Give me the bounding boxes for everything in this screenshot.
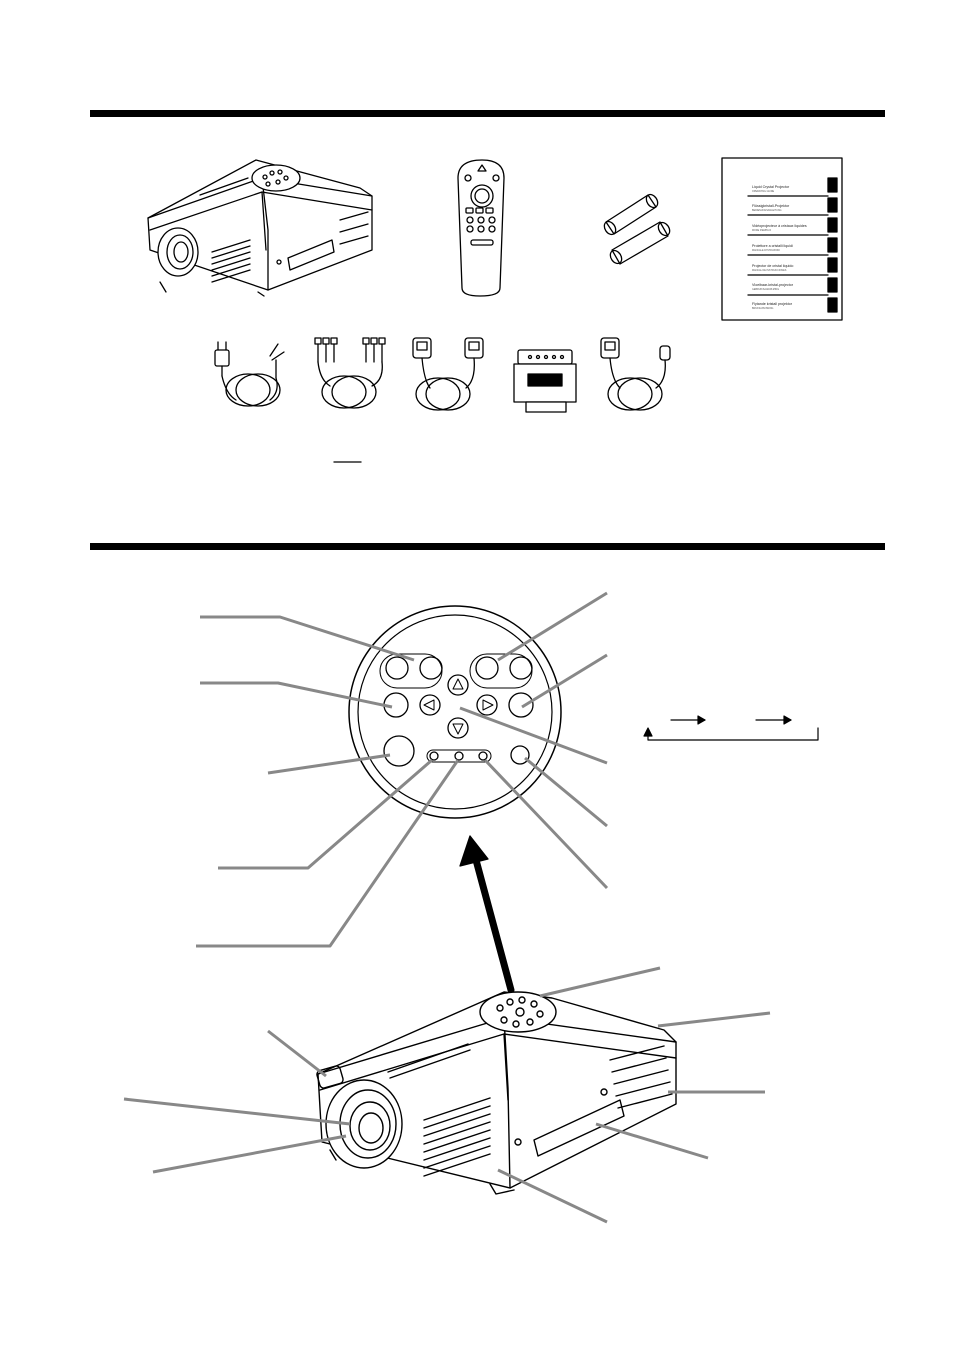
manual-line: Flüssigkristall-Projektor bbox=[752, 204, 790, 208]
manual-subline: MANUAL DE INSTRUCCIONES bbox=[752, 269, 787, 272]
manual-line: Flytande kristall projektor bbox=[752, 302, 792, 306]
manual-line: Proiettore a cristalli liquidi bbox=[752, 244, 793, 248]
manual-subline: GEBRUIKSAANWIJZING bbox=[752, 288, 780, 291]
adapter-illustration bbox=[513, 349, 577, 413]
manual-line: Vidéoprojecteur à cristaux liquides bbox=[752, 224, 807, 228]
manual-subline: OPERATING GUIDE bbox=[752, 190, 775, 193]
pointer-arrow bbox=[459, 835, 515, 994]
manual-line: Liquid Crystal Projector bbox=[752, 185, 790, 189]
batteries-illustration bbox=[603, 193, 671, 265]
remote-control-illustration bbox=[457, 159, 505, 297]
control-panel-enlarged bbox=[348, 605, 562, 819]
section-rule-middle bbox=[90, 543, 885, 550]
av-cable-illustration bbox=[314, 337, 386, 409]
manual-subline: MODE D'EMPLOI bbox=[752, 229, 772, 232]
projector-small-illustration bbox=[147, 159, 373, 297]
manual-subline: MANUALE D'ISTRUZIONI bbox=[752, 249, 780, 252]
manual-line: Projector de cristal líquido bbox=[752, 264, 794, 268]
projector-large-illustration bbox=[316, 991, 677, 1195]
mouse-cable-illustration bbox=[600, 337, 671, 411]
control-panel-leader-lines bbox=[196, 591, 609, 948]
manual-line: Vloeibaar-kristal-projector bbox=[752, 283, 793, 287]
sequence-diagram bbox=[643, 715, 819, 741]
manual-subline: BEDIENUNGSANLEITUNG bbox=[752, 209, 782, 212]
section-rule-top bbox=[90, 110, 885, 117]
projector-leader-lines bbox=[123, 966, 771, 1224]
manual-booklet-illustration bbox=[721, 157, 843, 321]
rgb-cable-illustration bbox=[412, 337, 484, 411]
power-cord-illustration bbox=[214, 341, 285, 407]
manual-subline: BRUKSANVISNING bbox=[752, 307, 774, 310]
